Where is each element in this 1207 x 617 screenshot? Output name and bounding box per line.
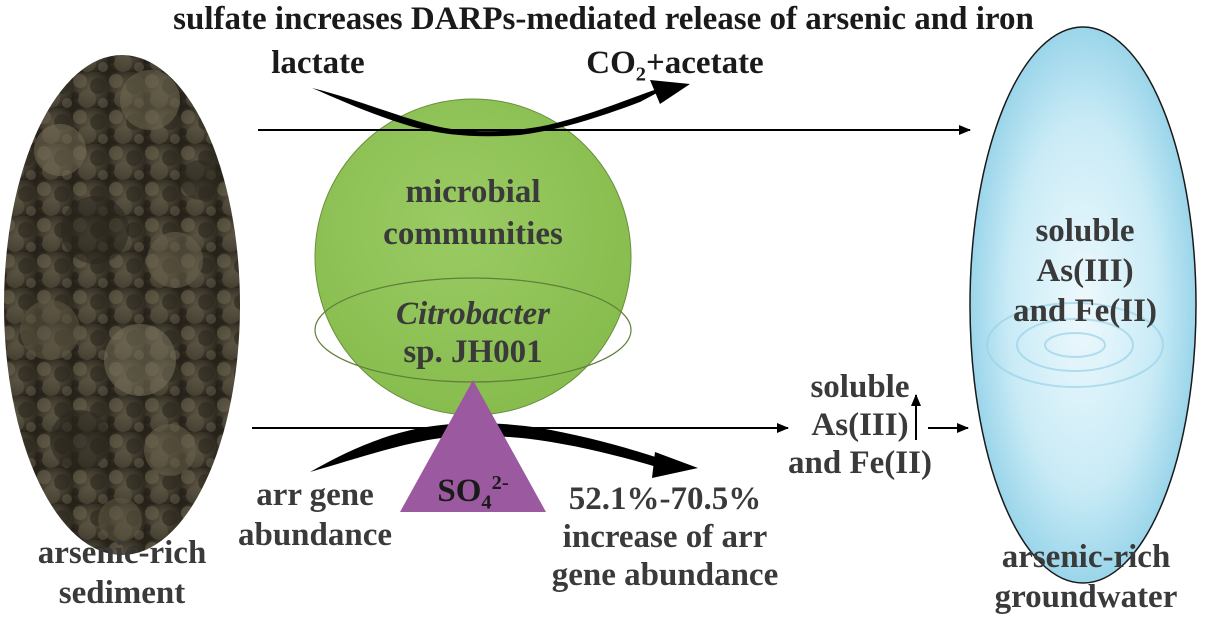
- groundwater-image: [969, 26, 1197, 584]
- co2-acetate-label: CO2+acetate: [586, 45, 764, 86]
- diagram-title: sulfate increases DARPs-mediated release…: [173, 1, 1034, 37]
- soluble-bottom-label: soluble As(III) and Fe(II): [788, 369, 932, 481]
- microbial-communities-label: microbial communities: [383, 174, 563, 252]
- sediment-texture: [20, 70, 220, 542]
- groundwater-inner-label: soluble As(III) and Fe(II): [1013, 213, 1157, 329]
- sulfate-triangle: [400, 380, 546, 512]
- arr-gene-curve: [310, 423, 670, 472]
- water-ripples: [986, 302, 1164, 388]
- sediment-label: arsenic-rich sediment: [37, 535, 207, 611]
- citrobacter-label: Citrobacter sp. JH001: [396, 296, 550, 370]
- arr-gene-abundance-label: arr gene abundance: [237, 477, 393, 553]
- co2-arrowhead: [650, 80, 690, 104]
- groundwater-label: arsenic-rich groundwater: [994, 539, 1178, 615]
- lactate-label: lactate: [271, 45, 365, 81]
- increase-arrowhead: [652, 452, 698, 478]
- increase-label: 52.1%-70.5% increase of arr gene abundan…: [551, 481, 779, 593]
- sulfate-label: SO42-: [437, 472, 509, 514]
- lactate-to-co2-curve: [312, 86, 670, 137]
